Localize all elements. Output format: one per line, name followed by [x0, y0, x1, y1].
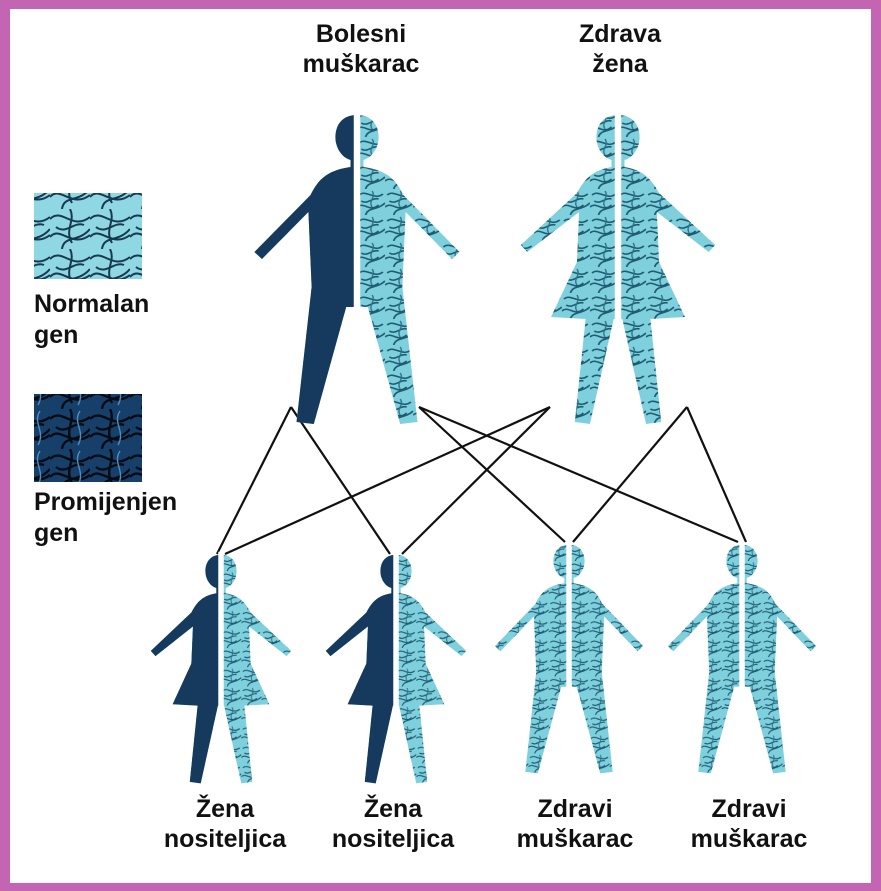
child-label-line1: Žena	[318, 794, 468, 824]
connector-line	[573, 407, 687, 542]
changed-gene-swatch-icon	[34, 394, 142, 482]
child-label-line2: nositeljica	[318, 824, 468, 854]
connector-line	[687, 407, 746, 542]
changed-gene-label-line2: gen	[34, 518, 177, 549]
child-label-line1: Zdravi	[500, 794, 650, 824]
diagram-frame: Bolesni muškarac Zdrava žena Normalan ge…	[10, 9, 871, 883]
child-figure-1	[151, 552, 291, 787]
child-label-line2: muškarac	[674, 824, 824, 854]
normal-gene-swatch-icon	[34, 193, 142, 279]
father-figure	[254, 111, 459, 429]
changed-gene-label: Promijenjen gen	[34, 487, 177, 549]
connector-line	[419, 407, 565, 542]
normal-gene-label-line2: gen	[34, 320, 149, 351]
mother-figure	[521, 111, 715, 429]
father-label: Bolesni muškarac	[296, 19, 426, 79]
father-label-line1: Bolesni	[296, 19, 426, 49]
child-label-4: Zdravi muškarac	[674, 794, 824, 854]
child-label-line2: nositeljica	[150, 824, 300, 854]
normal-gene-label: Normalan gen	[34, 289, 149, 351]
inheritance-diagram	[10, 9, 871, 883]
normal-gene-label-line1: Normalan	[34, 289, 149, 320]
child-label-line1: Zdravi	[674, 794, 824, 824]
child-label-1: Žena nositeljica	[150, 794, 300, 854]
child-figure-4	[668, 542, 816, 777]
child-label-3: Zdravi muškarac	[500, 794, 650, 854]
connector-line	[217, 407, 291, 554]
child-label-line2: muškarac	[500, 824, 650, 854]
mother-label-line1: Zdrava	[555, 19, 685, 49]
mother-label-line2: žena	[555, 49, 685, 79]
connector-line	[291, 407, 390, 554]
child-figure-3	[495, 542, 643, 777]
father-label-line2: muškarac	[296, 49, 426, 79]
child-label-2: Žena nositeljica	[318, 794, 468, 854]
connector-line	[419, 407, 738, 542]
changed-gene-label-line1: Promijenjen	[34, 487, 177, 518]
mother-label: Zdrava žena	[555, 19, 685, 79]
connector-line	[225, 407, 550, 554]
connector-lines	[217, 407, 746, 554]
connector-line	[402, 407, 550, 554]
child-label-line1: Žena	[150, 794, 300, 824]
child-figure-2	[326, 552, 466, 787]
